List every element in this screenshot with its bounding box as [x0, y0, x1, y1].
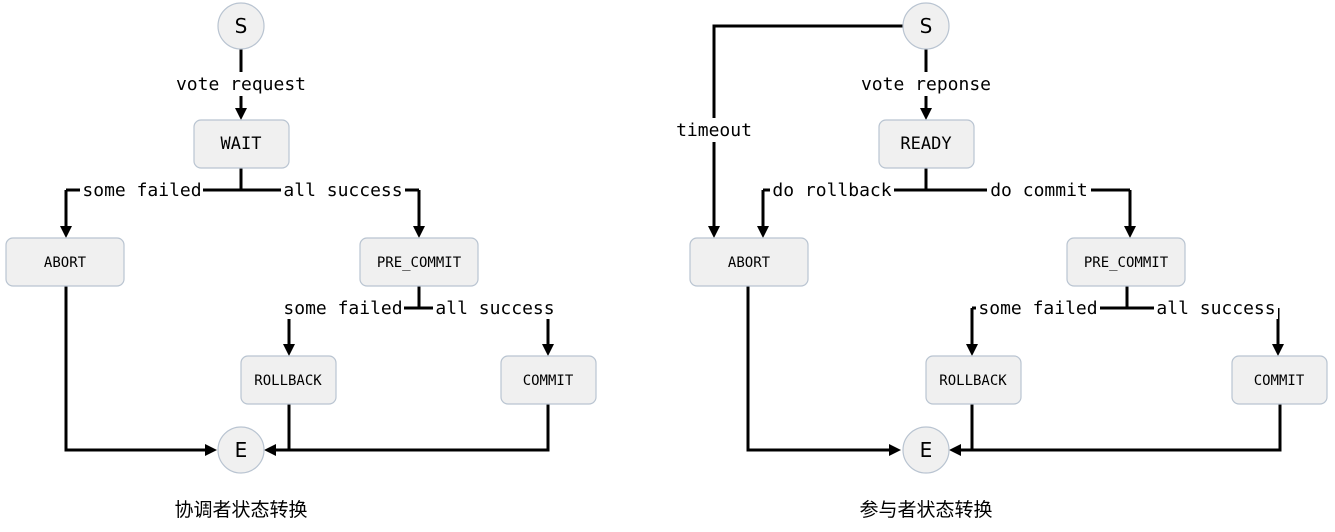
arrowhead: [264, 444, 276, 456]
commit-node: [500, 355, 597, 405]
edge-timeout: [712, 24, 903, 228]
edge-rollback-to-end: [276, 404, 291, 452]
commit-node-label: COMMIT: [523, 373, 574, 389]
coordinator-diagram: vote request some failed all success som…: [5, 2, 597, 521]
rollback-node-label: ROLLBACK: [254, 373, 322, 389]
end-node: [902, 426, 950, 474]
pre-commit-node-label: PRE_COMMIT: [377, 255, 462, 271]
end-node: [217, 426, 265, 474]
edge-rollback-to-end: [961, 404, 974, 452]
edge-label-do-commit: do commit: [990, 180, 1088, 201]
start-node-label: S: [235, 14, 248, 38]
rollback-node: [240, 355, 337, 405]
rollback-node: [925, 355, 1022, 405]
commit-node: [1231, 355, 1328, 405]
edge-commit-to-end: [276, 404, 550, 452]
edge-commit-to-end: [961, 404, 1282, 452]
edge-label-vote-reponse: vote reponse: [861, 74, 991, 95]
edge-label-some-failed: some failed: [283, 298, 402, 319]
abort-node: [5, 237, 125, 287]
wait-node: [193, 119, 290, 169]
arrowhead: [920, 108, 932, 120]
arrowhead: [235, 108, 247, 120]
arrowhead: [949, 444, 961, 456]
edge-label-timeout: timeout: [676, 120, 752, 141]
edge-label-some-failed: some failed: [978, 298, 1097, 319]
arrowhead: [60, 226, 72, 238]
pre-commit-node: [1066, 237, 1186, 287]
edge-label-do-rollback: do rollback: [772, 180, 891, 201]
arrowhead: [708, 226, 720, 238]
end-node-label: E: [235, 438, 248, 462]
abort-node: [689, 237, 809, 287]
pre-commit-node: [359, 237, 479, 287]
edge-label-some-failed: some failed: [82, 180, 201, 201]
edge-label-all-success: all success: [1156, 298, 1275, 319]
edge-label-vote-request: vote request: [176, 74, 306, 95]
rollback-node-label: ROLLBACK: [939, 373, 1007, 389]
participant-caption: 参与者状态转换: [859, 499, 992, 521]
arrowhead: [966, 344, 978, 356]
participant-diagram: timeout vote reponse do rollback do comm…: [673, 2, 1328, 521]
start-node: [217, 2, 265, 50]
ready-node-label: READY: [900, 134, 951, 154]
arrowhead: [1272, 344, 1284, 356]
arrowhead: [283, 344, 295, 356]
start-node: [902, 2, 950, 50]
pre-commit-node-label: PRE_COMMIT: [1084, 255, 1169, 271]
arrowhead: [542, 344, 554, 356]
end-node-label: E: [920, 438, 933, 462]
edge-label-all-success: all success: [283, 180, 402, 201]
wait-node-label: WAIT: [221, 134, 262, 154]
start-node-label: S: [920, 14, 933, 38]
arrowhead: [1124, 226, 1136, 238]
arrowhead: [413, 226, 425, 238]
edge-abort-to-end: [746, 286, 891, 452]
ready-node: [878, 119, 975, 169]
commit-node-label: COMMIT: [1254, 373, 1305, 389]
arrowhead: [757, 226, 769, 238]
arrowhead: [205, 444, 217, 456]
arrowhead: [889, 444, 901, 456]
abort-node-label: ABORT: [728, 255, 771, 271]
coordinator-caption: 协调者状态转换: [174, 499, 307, 521]
edge-label-all-success: all success: [435, 298, 554, 319]
abort-node-label: ABORT: [44, 255, 87, 271]
edge-abort-to-end: [64, 286, 207, 452]
